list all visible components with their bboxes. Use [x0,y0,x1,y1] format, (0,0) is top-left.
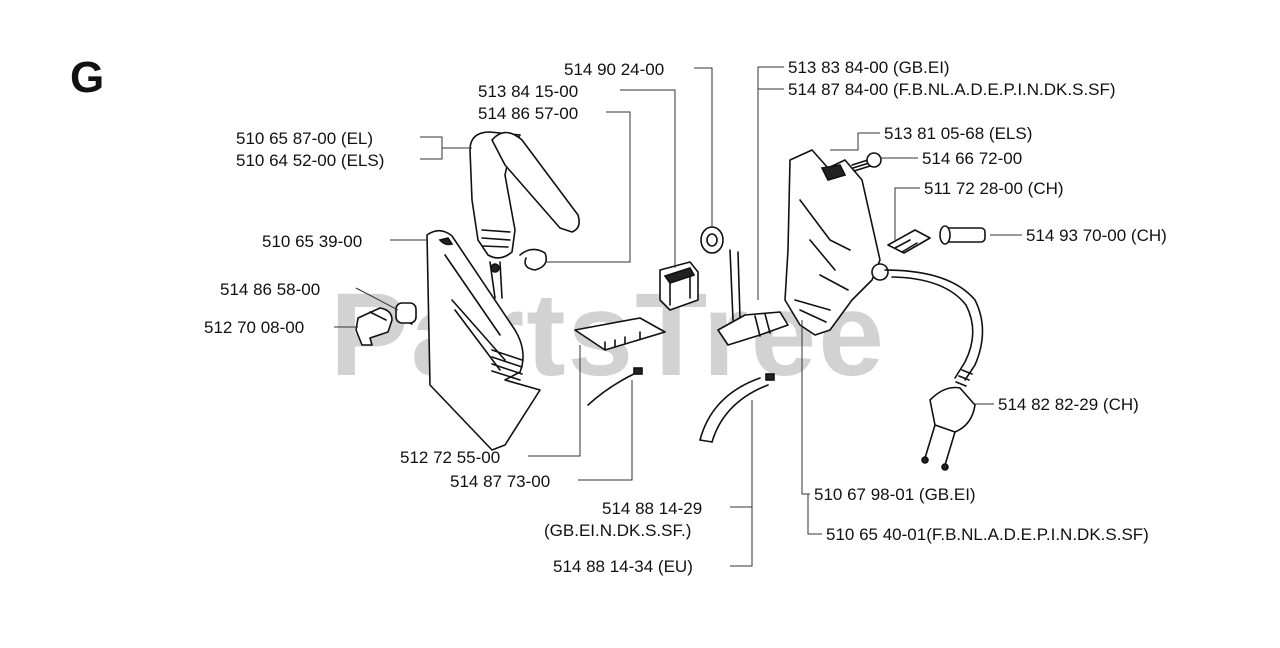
power-cable-part[interactable] [699,373,775,443]
label-514-93-70-00[interactable]: 514 93 70-00 (CH) [1026,226,1167,245]
circuit-board-part[interactable] [574,317,666,351]
bushing-part[interactable] [939,225,986,245]
leader-lines [334,66,1022,567]
cable-clamp-part[interactable] [887,229,931,254]
screw-part[interactable] [851,152,882,172]
label-510-65-39-00[interactable]: 510 65 39-00 [262,232,362,251]
housing-half-part[interactable] [426,229,541,451]
short-cable-part[interactable] [587,367,643,406]
trigger-button-part[interactable] [355,307,393,346]
mains-cord-plug-part[interactable] [884,269,984,471]
label-510-65-87-00[interactable]: 510 65 87-00 (EL) [236,129,373,148]
label-514-88-14-34[interactable]: 514 88 14-34 (EU) [553,557,693,576]
label-514-87-84-00[interactable]: 514 87 84-00 (F.B.NL.A.D.E.P.I.N.DK.S.SF… [788,80,1116,99]
label-510-65-40-01[interactable]: 510 65 40-01(F.B.NL.A.D.E.P.I.N.DK.S.SF) [826,525,1149,544]
clip-spring-part[interactable] [519,248,548,271]
label-514-90-24-00[interactable]: 514 90 24-00 [564,60,664,79]
part-labels: 514 90 24-00 513 84 15-00 514 86 57-00 5… [204,58,1167,576]
label-514-82-82-29[interactable]: 514 82 82-29 (CH) [998,395,1139,414]
label-511-72-28-00[interactable]: 511 72 28-00 (CH) [924,179,1064,198]
label-514-87-73-00[interactable]: 514 87 73-00 [450,472,550,491]
handle-part[interactable] [469,131,580,299]
label-510-64-52-00[interactable]: 510 64 52-00 (ELS) [236,151,384,170]
terminal-block-part[interactable] [717,249,789,346]
label-514-86-58-00[interactable]: 514 86 58-00 [220,280,320,299]
label-512-70-08-00[interactable]: 512 70 08-00 [204,318,304,337]
label-514-88-14-29[interactable]: 514 88 14-29 [602,499,702,518]
label-513-83-84-00[interactable]: 513 83 84-00 (GB.EI) [788,58,950,77]
grommet-part[interactable] [700,226,724,254]
label-514-66-72-00[interactable]: 514 66 72-00 [922,149,1022,168]
label-510-67-98-01[interactable]: 510 67 98-01 (GB.EI) [814,485,976,504]
label-512-72-55-00[interactable]: 512 72 55-00 [400,448,500,467]
label-514-86-57-00[interactable]: 514 86 57-00 [478,104,578,123]
label-513-81-05-68[interactable]: 513 81 05-68 (ELS) [884,124,1032,143]
label-514-88-14-29-regions: (GB.EI.N.DK.S.SF.) [544,521,691,540]
section-letter: G [70,53,104,102]
motor-housing-part[interactable] [784,149,889,336]
spring-part[interactable] [395,302,417,325]
switch-part[interactable] [659,261,699,311]
label-513-84-15-00[interactable]: 513 84 15-00 [478,82,578,101]
